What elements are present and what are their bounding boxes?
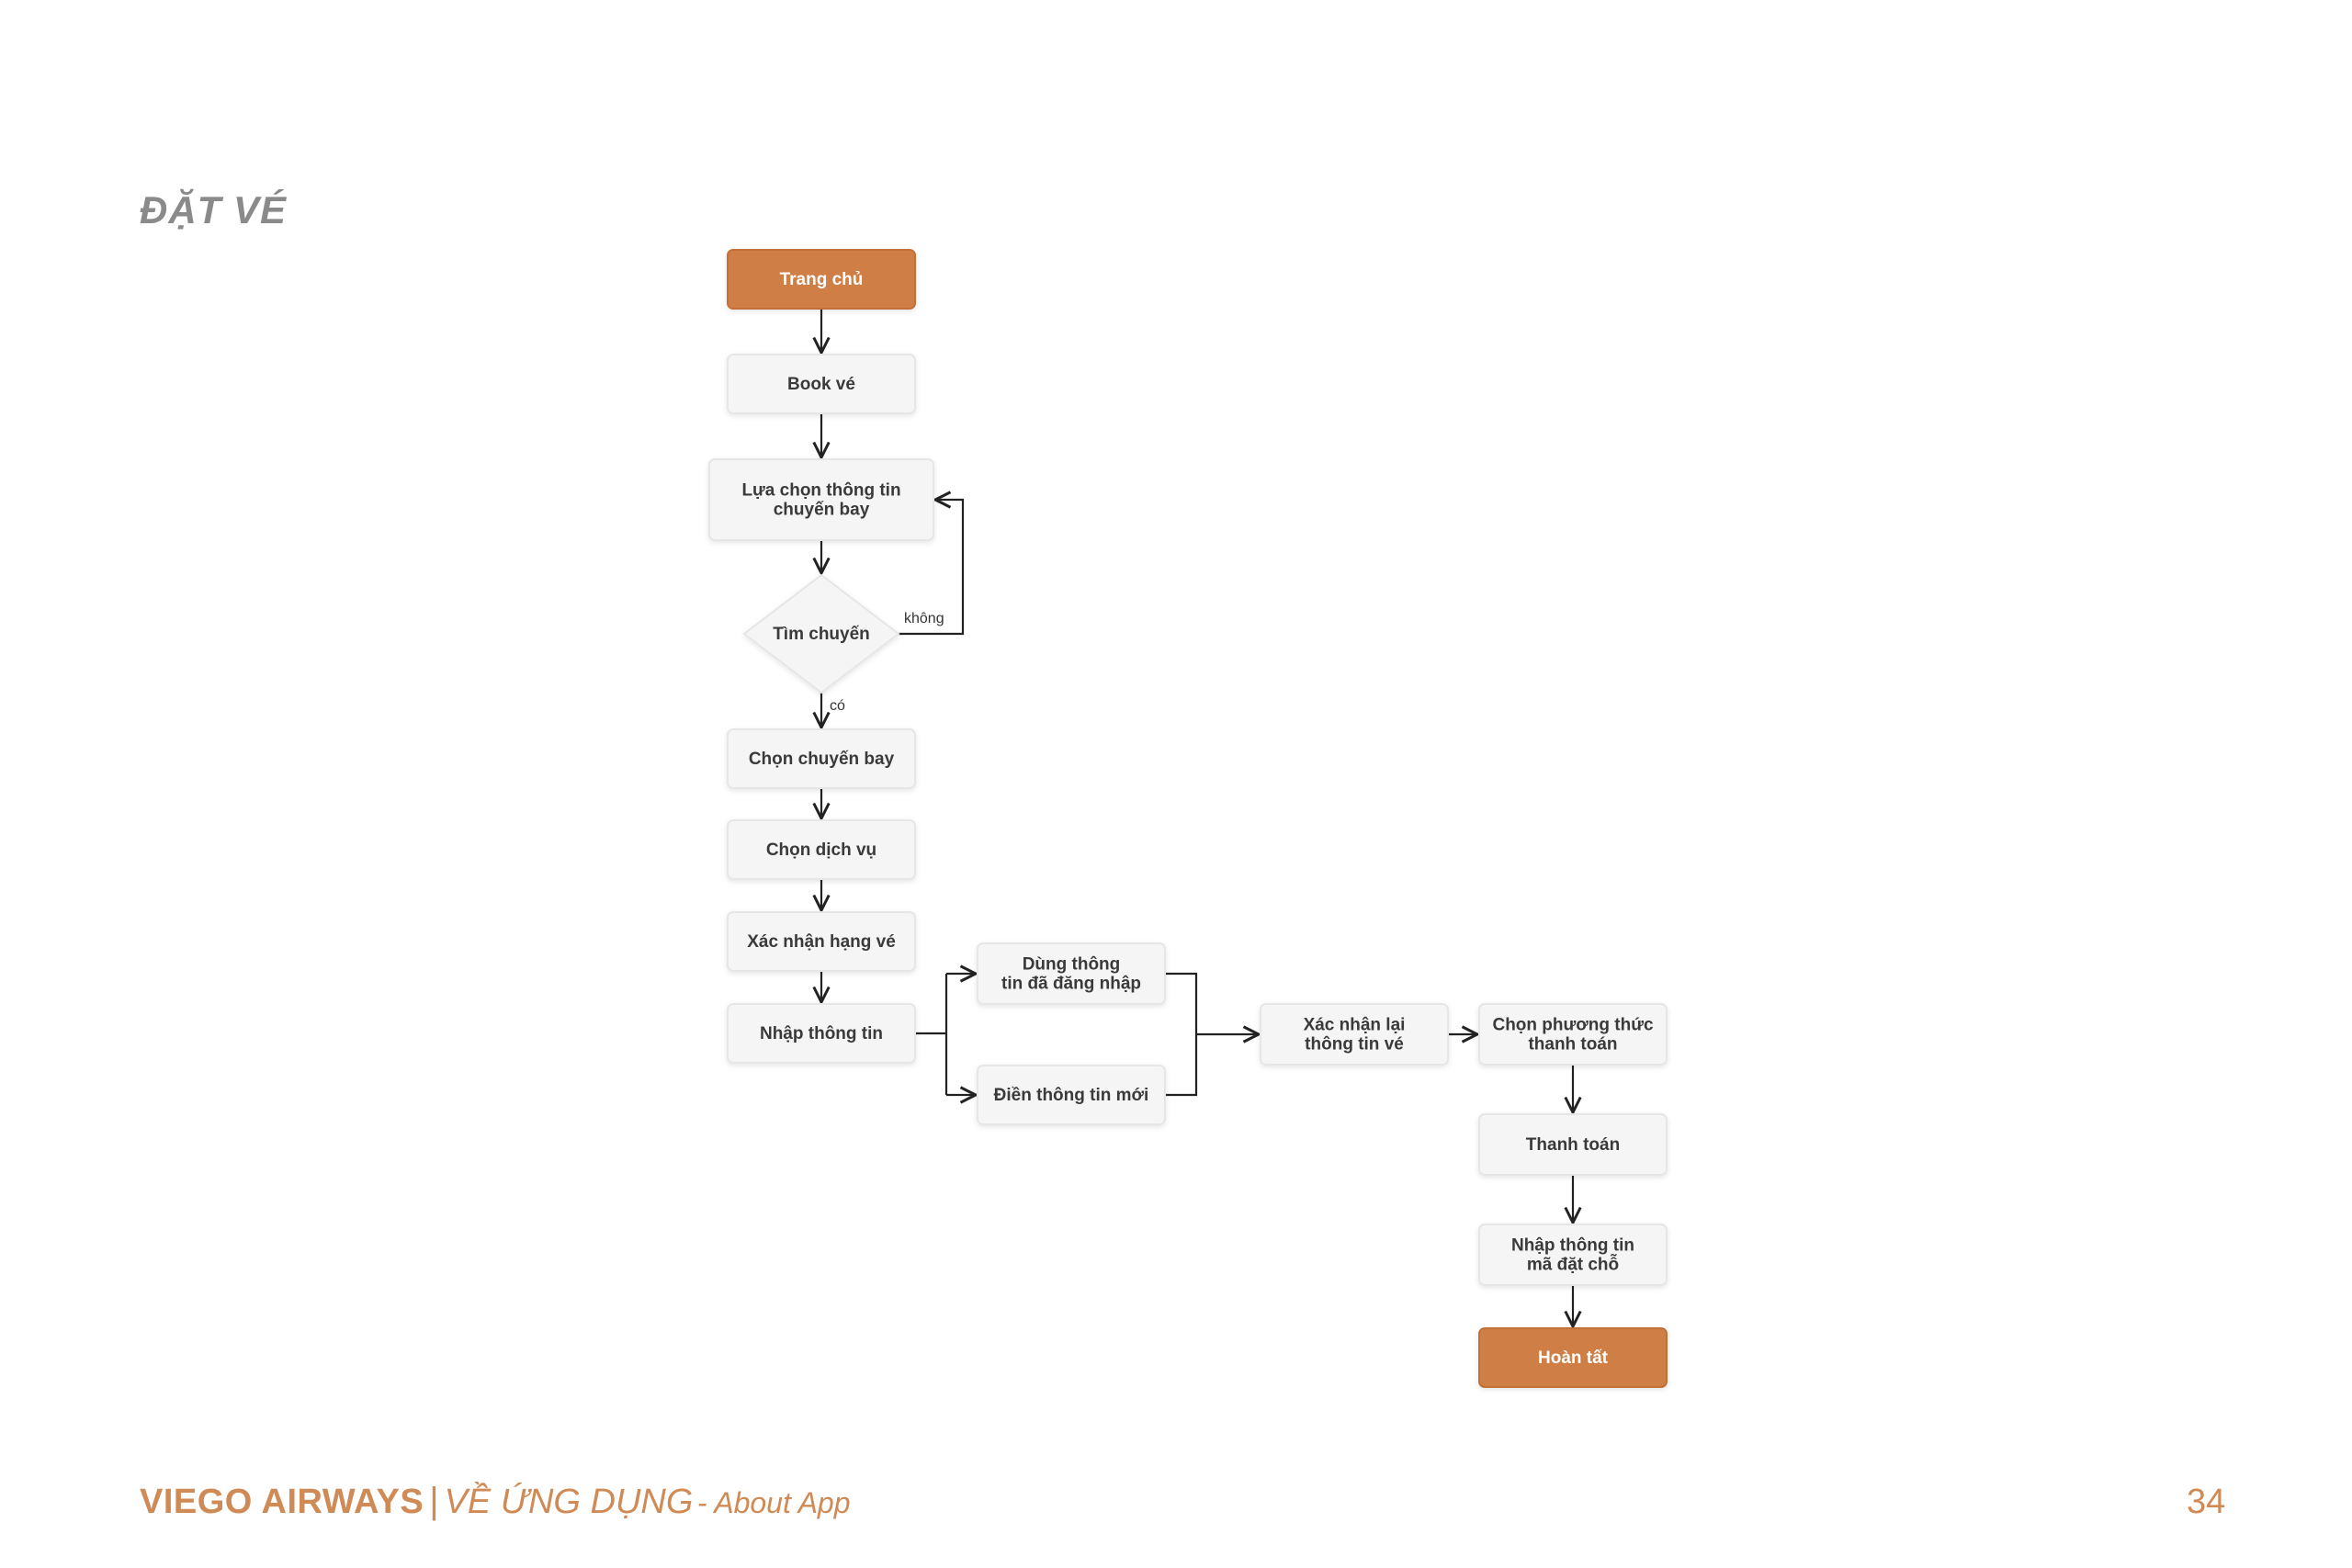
- process-box: [1478, 1003, 1668, 1066]
- flow-edges: [821, 309, 1573, 1326]
- node-label: Nhập thông tin: [1511, 1236, 1634, 1256]
- process-box: [727, 819, 916, 880]
- node-label: tin đã đăng nhập: [1001, 975, 1141, 994]
- process-box: [727, 911, 916, 972]
- node-label: Nhập thông tin: [760, 1024, 883, 1043]
- node-label: mã đặt chỗ: [1527, 1255, 1619, 1275]
- no-arrow: [899, 500, 965, 636]
- node-label: Chọn dịch vụ: [766, 840, 876, 860]
- edge-labels: không có: [830, 611, 944, 714]
- process-box: [727, 354, 916, 414]
- process-box: [727, 249, 916, 310]
- node-label: Lựa chọn thông tin: [741, 481, 900, 501]
- process-box: [977, 1065, 1166, 1125]
- process-box: [727, 1003, 916, 1064]
- node-label: chuyến bay: [774, 501, 870, 520]
- process-box: [1260, 1003, 1449, 1066]
- node-dien-thong-tin: Điền thông tin mới: [977, 1065, 1166, 1125]
- process-box: [1478, 1327, 1668, 1388]
- footer-divider: |: [429, 1481, 439, 1521]
- node-chon-dich-vu: Chọn dịch vụ: [727, 819, 916, 880]
- node-label: Điền thông tin mới: [994, 1086, 1149, 1105]
- node-chon-chuyen-bay: Chọn chuyến bay: [727, 728, 916, 789]
- process-box: [977, 942, 1166, 1005]
- node-hoan-tat: Hoàn tất: [1478, 1327, 1668, 1388]
- footer-subtitle-en: - About App: [696, 1486, 851, 1519]
- node-label: Hoàn tất: [1538, 1348, 1609, 1368]
- decision-diamond: [742, 573, 900, 694]
- node-label: Tìm chuyến: [773, 625, 870, 644]
- node-tim-chuyen: Tìm chuyến: [742, 573, 900, 694]
- node-trang-chu: Trang chủ: [727, 249, 916, 310]
- node-label: Thanh toán: [1526, 1135, 1620, 1155]
- node-label: Xác nhận lại: [1304, 1016, 1406, 1035]
- node-label: Chọn chuyến bay: [749, 750, 895, 769]
- node-nhap-thong-tin: Nhập thông tin: [727, 1003, 916, 1064]
- node-label: Trang chủ: [780, 270, 864, 289]
- node-label: thanh toán: [1528, 1035, 1617, 1055]
- node-xac-nhan-hang-ve: Xác nhận hạng vé: [727, 911, 916, 972]
- footer: VIEGO AIRWAYS|VỀ ỨNG DỤNG - About App: [140, 1481, 851, 1522]
- process-box: [1478, 1113, 1668, 1176]
- process-box: [727, 728, 916, 789]
- page-title: ĐẶT VÉ: [140, 188, 288, 231]
- process-box: [1478, 1224, 1668, 1286]
- node-label: Book vé: [787, 375, 855, 394]
- node-label: Xác nhận hạng vé: [747, 932, 896, 952]
- footer-subtitle: VỀ ỨNG DỤNG: [444, 1483, 694, 1521]
- brand-name: VIEGO AIRWAYS: [140, 1483, 424, 1521]
- node-label: Chọn phương thức: [1492, 1016, 1653, 1035]
- flow-connector: [1165, 972, 1198, 1097]
- node-book-ve: Book vé: [727, 354, 916, 414]
- node-thanh-toan: Thanh toán: [1478, 1113, 1668, 1176]
- node-label: Dùng thông: [1023, 955, 1121, 975]
- page-number: 34: [2187, 1483, 2226, 1521]
- process-box: [708, 458, 934, 541]
- label-no: không: [904, 611, 944, 626]
- label-yes: có: [830, 698, 845, 714]
- node-label: thông tin vé: [1305, 1035, 1404, 1055]
